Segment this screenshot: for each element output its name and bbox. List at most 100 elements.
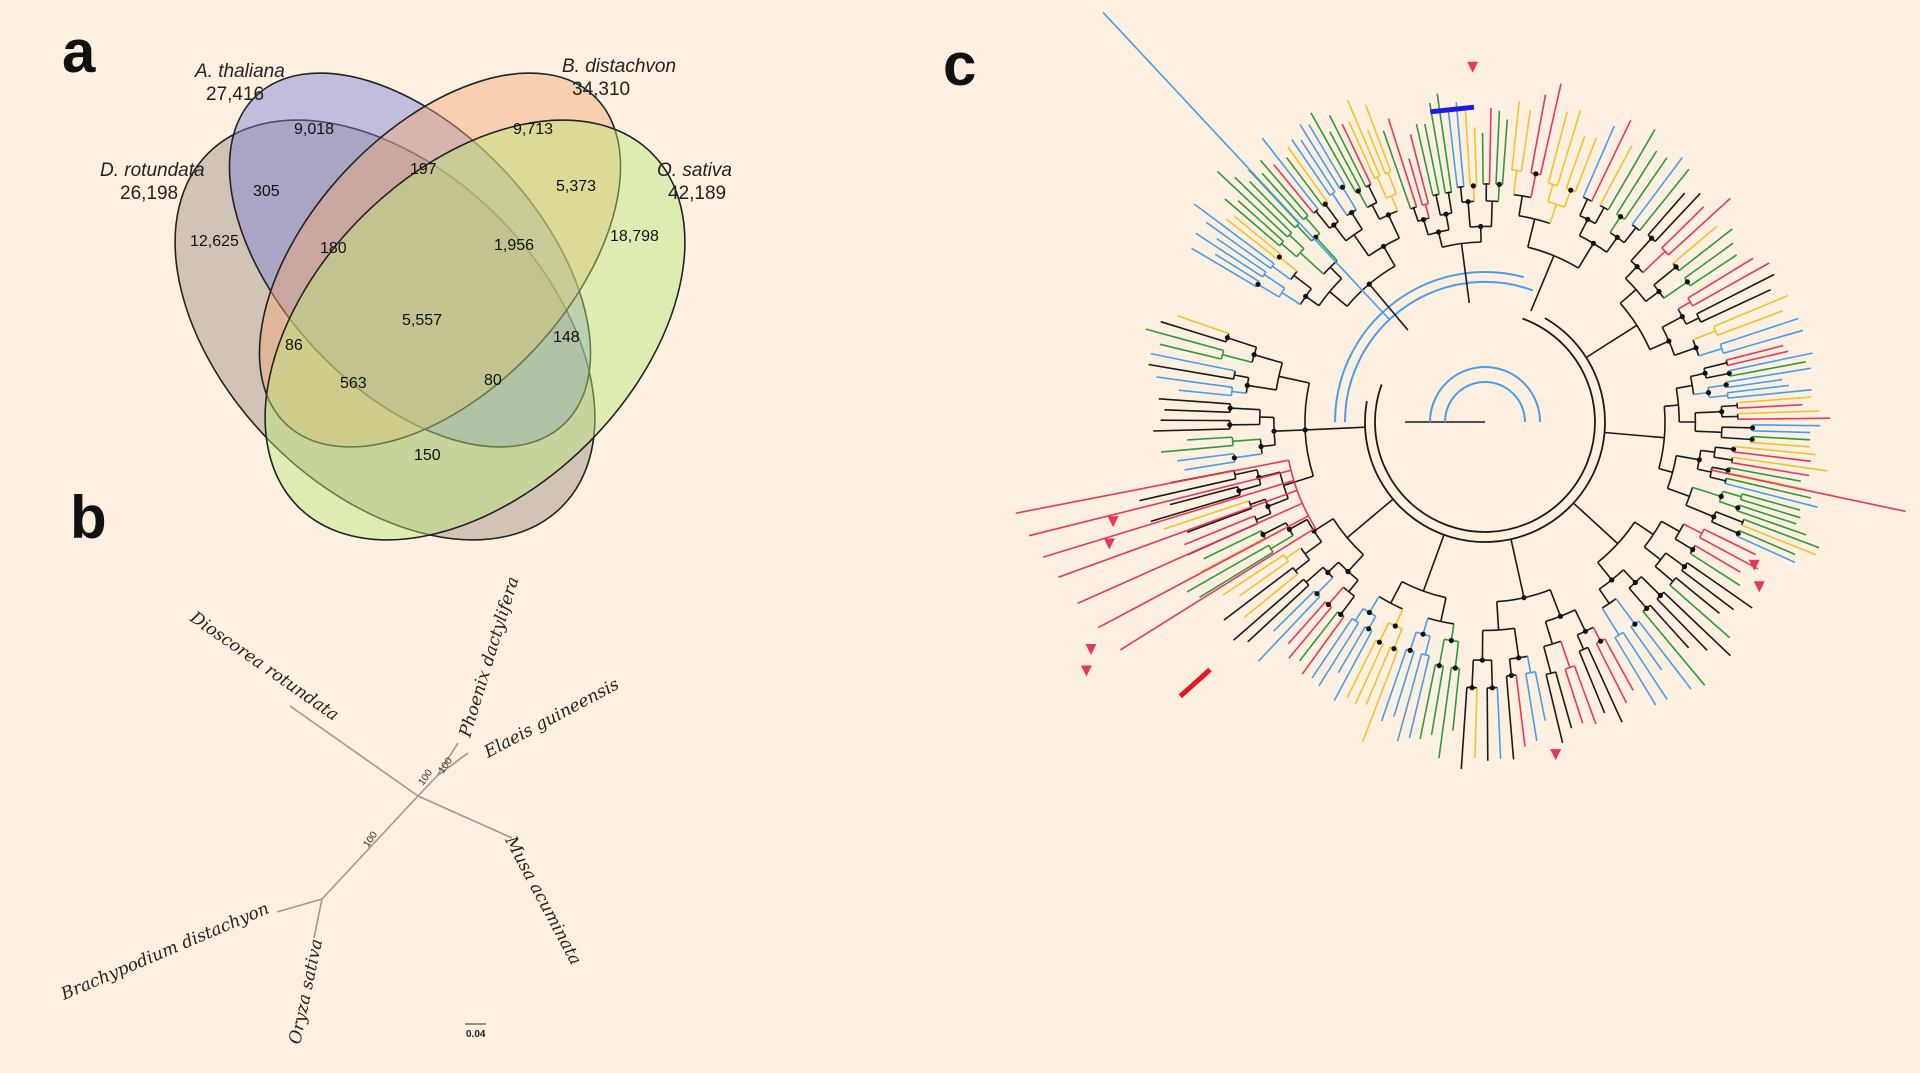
tree-c-branch — [1119, 527, 1316, 651]
tree-c-branch — [1748, 378, 1783, 386]
tree-c-branch — [1199, 567, 1248, 598]
tree-c-branch — [1598, 588, 1610, 604]
tree-c-branch — [1222, 567, 1265, 596]
tree-c-branch — [1739, 529, 1767, 543]
tree-c-branch — [1767, 513, 1797, 525]
tree-c-branch — [1736, 535, 1764, 549]
tree-c-branch — [1257, 226, 1281, 247]
tree-c-branch — [1278, 256, 1298, 272]
tree-c-branch — [1261, 137, 1306, 193]
tree-c-branch — [1264, 215, 1289, 238]
tree-c-branch — [1608, 668, 1628, 704]
tree-c-branch — [1565, 174, 1572, 189]
tree-c-branch — [1681, 609, 1731, 657]
tree-c-node — [1435, 229, 1442, 235]
venn-species-b-total: 34,310 — [572, 79, 630, 100]
tree-c-branch — [1376, 176, 1388, 199]
tree-c-branch — [1496, 110, 1501, 165]
tree-c-branch — [1743, 469, 1801, 482]
tree-c-branch — [1459, 186, 1463, 203]
tree-c-branch — [1752, 483, 1812, 499]
tree-c-branch — [1724, 482, 1752, 491]
tree-c-branch — [1693, 592, 1721, 615]
tree-c-branch — [1148, 363, 1208, 376]
tree-c-branch — [1344, 280, 1534, 423]
tree-c-branch — [1718, 535, 1757, 556]
tree-c-branch — [1678, 260, 1692, 272]
tree-c-branch — [1304, 541, 1322, 555]
tree-c-branch — [1295, 248, 1305, 258]
tree-c-branch — [1210, 494, 1241, 505]
tree-c-branch — [1579, 137, 1598, 179]
tree-c-branch — [1365, 675, 1380, 705]
tree-c-branch — [1692, 295, 1710, 307]
tree-c-branch — [1216, 170, 1266, 217]
tree-c-branch — [1674, 523, 1685, 540]
tree-c-branch — [1725, 377, 1748, 383]
tree-c-branch — [1305, 426, 1366, 431]
tree-c-branch — [1439, 163, 1447, 194]
tree-c-branch — [1318, 278, 1343, 307]
tree-c-branch — [1299, 252, 1325, 275]
tree-c-branch — [1563, 189, 1572, 208]
tree-c-branch — [1765, 519, 1807, 536]
venn-count: 9,713 — [513, 121, 553, 138]
tree-c-branch — [1518, 195, 1524, 216]
tree-c-branch — [1232, 370, 1236, 380]
tree-c-branch — [1223, 577, 1280, 621]
tree-c-branch — [1548, 688, 1564, 744]
tree-c-branch — [1184, 463, 1218, 471]
tree-c-branch — [1436, 93, 1448, 163]
tree-c-branch — [1475, 163, 1478, 186]
tree-c-branch — [1333, 166, 1346, 187]
tree-c-branch — [1187, 437, 1219, 441]
tree-c-branch — [1630, 626, 1643, 643]
tree-c-branch — [1773, 424, 1821, 427]
tree-c-branch — [1760, 524, 1820, 549]
tree-c-branch — [1719, 500, 1739, 509]
tree-c-branch — [1634, 521, 1654, 536]
venn-species-b-name: B. distachvon — [562, 56, 676, 77]
tree-c-branch — [1378, 595, 1404, 610]
tree-c-branch — [1345, 228, 1363, 242]
tree-c-node — [1735, 530, 1741, 537]
tree-c-branch — [1726, 355, 1742, 361]
tree-c-branch — [1468, 163, 1471, 187]
tree-c-triangle — [1107, 516, 1119, 528]
tree-c-branch — [1475, 687, 1478, 706]
tree-c-branch — [1015, 459, 1289, 514]
tree-c-branch — [1722, 490, 1742, 498]
tree-c-branch — [1617, 663, 1634, 691]
tree-c-branch — [1656, 598, 1676, 618]
tree-c-branch — [1333, 647, 1364, 701]
tree-c-marker-bar — [1430, 104, 1475, 115]
tree-c-branch — [1725, 359, 1729, 366]
tree-c-branch — [1572, 502, 1619, 545]
tree-c-branch — [1703, 362, 1728, 370]
tree-c-branch — [1733, 451, 1752, 455]
tree-c-branch — [1353, 234, 1370, 257]
tree-c-node — [1271, 428, 1277, 434]
tree-c-branch — [1455, 668, 1461, 696]
tree-c-branch — [1736, 400, 1753, 404]
tree-c-branch — [1503, 119, 1509, 166]
venn-count: 80 — [484, 372, 502, 389]
tree-c-branch — [1247, 602, 1291, 643]
tree-c-branch — [1654, 168, 1690, 213]
venn-count: 148 — [553, 329, 580, 346]
tree-b-support: 100 — [361, 829, 380, 849]
tree-c-branch — [1464, 687, 1468, 705]
tree-c-branch — [1225, 499, 1250, 510]
tree-c-branch — [1578, 219, 1589, 236]
tree-c-branch — [1604, 638, 1620, 665]
tree-c-node — [1585, 216, 1591, 222]
tree-c-branch — [1193, 203, 1250, 246]
tree-c-branch — [1757, 530, 1817, 556]
tree-c-node — [1276, 254, 1282, 260]
tree-c-branch — [1604, 119, 1632, 174]
tree-c-branch — [1216, 461, 1236, 466]
tree-c-branch — [1447, 192, 1453, 214]
tree-c-branch — [1222, 353, 1253, 364]
tree-c-phylogeny — [1015, 11, 1906, 769]
tree-c-node — [1420, 631, 1426, 637]
